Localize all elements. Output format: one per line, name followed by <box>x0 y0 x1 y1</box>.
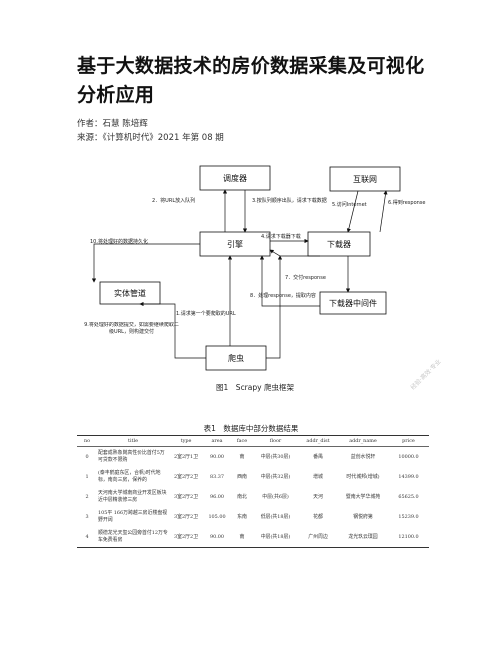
cell-no: 0 <box>85 453 89 460</box>
header-face: face <box>231 435 253 447</box>
cell-addr-dist: 增城 <box>313 473 323 480</box>
table-row: 2 天河南大学城南商业开发区板块近中层精装修三房 3室2厅2卫 96.00 南北… <box>77 487 429 507</box>
header-area: area <box>203 435 231 447</box>
downloader-box: 下载器 <box>307 231 371 257</box>
article-title: 基于大数据技术的房价数据采集及可视化分析应用 <box>77 55 425 106</box>
edge-label-10: 10.将处理好的数据持久化 <box>90 238 148 245</box>
cell-addr-name: 时代城邦(增城) <box>346 473 380 480</box>
edge-label-4: 4.请求下载器下载 <box>261 233 301 240</box>
data-table: no title type area face floor addr_dist … <box>77 435 429 548</box>
cell-title: 配套成熟象岗高性价比首付5万可贷款不限购 <box>98 450 165 463</box>
cell-addr-name: 暨南大学华城苑 <box>345 493 381 500</box>
middleware-box: 下载器中间件 <box>319 291 387 315</box>
cell-addr-dist: 花都 <box>313 513 323 520</box>
cell-addr-dist: 番禺 <box>313 453 323 460</box>
header-addr-name: addr_name <box>338 435 388 447</box>
cell-area: 96.00 <box>209 493 224 500</box>
downloader-label: 下载器 <box>327 239 351 249</box>
cell-type: 2室2厅1卫 <box>173 453 198 460</box>
cell-price: 12100.0 <box>388 527 429 548</box>
cell-addr-name: 钢悦府第 <box>353 513 373 520</box>
cell-no: 1 <box>85 473 89 480</box>
pipeline-label: 实体管道 <box>114 288 146 298</box>
edge-label-2: 2．将URL放入队列 <box>152 197 195 204</box>
edge-label-6: 6.得到response <box>388 199 425 206</box>
cell-floor: 低层(共18层) <box>260 513 291 520</box>
cell-price: 65625.0 <box>398 493 419 500</box>
header-price: price <box>388 435 429 447</box>
cell-area: 83.37 <box>209 473 224 480</box>
internet-label: 互联网 <box>353 175 377 184</box>
diagram-arrows <box>91 189 388 359</box>
cell-title: 105平 166万跨越三房近楼盘视野开阔 <box>98 510 168 523</box>
cell-addr-name: 龙光玖云璞园 <box>338 527 388 548</box>
table-row: 0 配套成熟象岗高性价比首付5万可贷款不限购 2室2厅1卫 90.00 南 中层… <box>77 447 429 468</box>
header-no: no <box>77 435 97 447</box>
cell-area: 105.00 <box>208 513 226 520</box>
table-header-row: no title type area face floor addr_dist … <box>77 435 429 447</box>
table-row: 4 顺德龙光天玺公园旁首付12万专车免费看房 3室2厅2卫 90.00 南 中层… <box>77 527 429 548</box>
cell-price: 14399.0 <box>398 473 419 480</box>
middleware-label: 下载器中间件 <box>329 298 377 308</box>
cell-price: 15239.0 <box>398 513 419 520</box>
spider-box: 爬虫 <box>205 345 267 371</box>
author-line: 作者：石慧 陈培辉 <box>77 119 148 129</box>
cell-addr-dist: 广州周边 <box>298 527 338 548</box>
scheduler-box: 调度器 <box>199 165 271 191</box>
figure-caption: 图1 Scrapy 爬虫框架 <box>216 382 294 392</box>
edge-label-5: 5.访问Internet <box>332 201 367 208</box>
spider-label: 爬虫 <box>228 353 244 363</box>
scheduler-label: 调度器 <box>223 173 247 183</box>
header-title: title <box>97 435 169 447</box>
cell-floor: 中层(共30层) <box>260 453 291 460</box>
pipeline-box: 实体管道 <box>99 281 161 305</box>
table-caption: 表1 数据库中部分数据结果 <box>203 424 299 433</box>
header-floor: floor <box>253 435 298 447</box>
cell-face: 西南 <box>237 473 247 480</box>
cell-area: 90.00 <box>203 527 231 548</box>
header-addr-dist: addr_dist <box>298 435 338 447</box>
internet-box: 互联网 <box>329 166 401 192</box>
source-line: 来源：《计算机时代》2021 年第 08 期 <box>77 133 224 143</box>
table-row: 3 105平 166万跨越三房近楼盘视野开阔 3室2厅2卫 105.00 东南 … <box>77 507 429 527</box>
cell-price: 10000.0 <box>398 453 419 460</box>
edge-label-1: 1.请求第一个要爬取的URL <box>176 310 236 317</box>
cell-type: 2室2厅2卫 <box>173 473 198 480</box>
cell-type: 3室2厅2卫 <box>173 493 198 500</box>
edge-label-9: 9.将处理好的数据提交，如需要继续爬取二级URL，则构建交付 <box>84 322 179 335</box>
cell-no: 4 <box>77 527 97 548</box>
edge-label-3: 3.按队列顺序出队，请求下载数据 <box>252 197 327 204</box>
cell-title: 天河南大学城南商业开发区板块近中层精装修三房 <box>98 490 167 503</box>
cell-face: 东南 <box>237 513 247 520</box>
cell-floor: 中层(共18层) <box>253 527 298 548</box>
cell-no: 3 <box>85 513 89 520</box>
cell-area: 90.00 <box>209 453 224 460</box>
edge-label-9-box: 9.将处理好的数据提交，如需要继续爬取二级URL，则构建交付 <box>84 322 179 335</box>
engine-box: 引擎 <box>199 231 271 257</box>
cell-addr-dist: 天河 <box>313 493 323 500</box>
cell-type: 3室2厅2卫 <box>173 513 198 520</box>
edge-label-7: 7．交付response <box>285 274 326 281</box>
engine-label: 引擎 <box>227 239 243 249</box>
cell-type: 3室2厅2卫 <box>169 527 203 548</box>
edge-label-8: 8．处理response，提取内容 <box>250 292 316 299</box>
scrapy-framework-diagram: 调度器 互联网 引擎 下载器 实体管道 下载器中间件 爬虫 <box>80 146 430 396</box>
cell-face: 南北 <box>237 493 247 500</box>
cell-title: (泰丰鹤庭东区，合帆)时代地标，南向三房，保养的 <box>98 470 161 483</box>
table-row: 1 (泰丰鹤庭东区，合帆)时代地标，南向三房，保养的 2室2厅2卫 83.37 … <box>77 467 429 487</box>
cell-face: 南 <box>231 527 253 548</box>
header-type: type <box>169 435 203 447</box>
cell-floor: 中层(共32层) <box>260 473 291 480</box>
cell-floor: 中层(共6层) <box>262 493 289 500</box>
cell-title: 顺德龙光天玺公园旁首付12万专车免费看房 <box>97 527 169 548</box>
cell-addr-name: 益创水悦轩 <box>350 453 376 460</box>
cell-no: 2 <box>85 493 89 500</box>
cell-face: 南 <box>239 453 245 460</box>
